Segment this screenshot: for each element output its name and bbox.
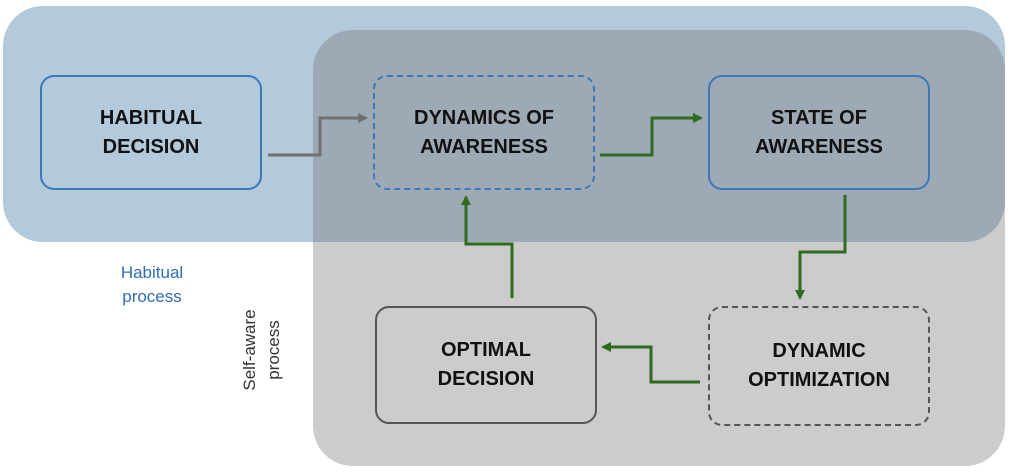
habitual-decision-box: HABITUAL DECISION	[40, 75, 262, 190]
arrow-habitual-to-dynamics	[268, 113, 368, 157]
self-aware-process-region	[313, 30, 1005, 466]
optimal-decision-box: OPTIMAL DECISION	[375, 306, 597, 424]
arrow-dynamics-to-state	[600, 113, 703, 157]
habitual-process-label: Habitual process	[120, 263, 184, 306]
arrow-state-to-optimization	[795, 195, 847, 300]
state-of-awareness-box: STATE OF AWARENESS	[708, 75, 930, 190]
dynamics-of-awareness-box: DYNAMICS OF AWARENESS	[373, 75, 595, 190]
arrow-optimal-to-dynamics	[461, 195, 514, 298]
dynamic-optimization-box: DYNAMIC OPTIMIZATION	[708, 306, 930, 426]
arrow-optimization-to-optimal	[601, 342, 700, 384]
habitual-process-region	[3, 6, 1005, 242]
